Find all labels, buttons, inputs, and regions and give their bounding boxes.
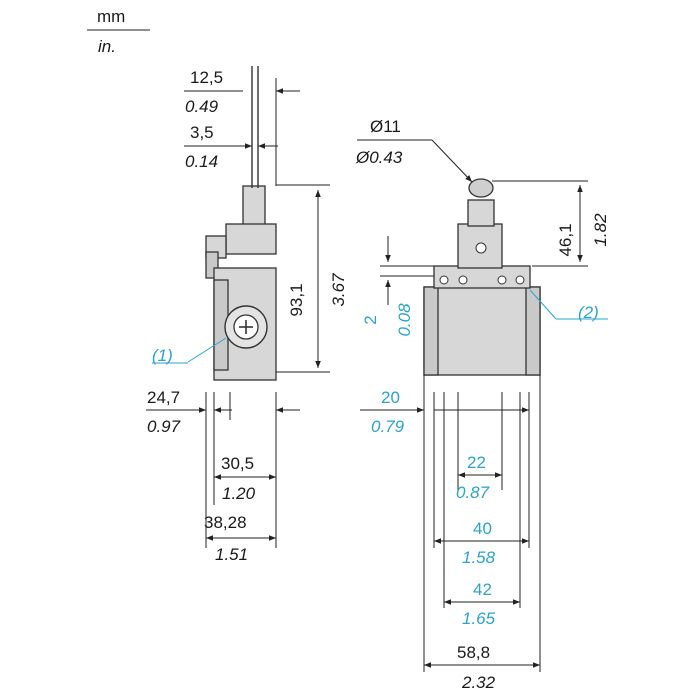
dim-rod-width-in: 0.14 [185, 152, 218, 171]
dim-travel-in: 0.08 [395, 303, 414, 337]
dim-total-width-in: 1.51 [215, 545, 248, 564]
dim-42-mm: 42 [473, 580, 492, 599]
dim-front-total-mm: 58,8 [457, 643, 490, 662]
callout-1: (1) [152, 346, 173, 365]
dim-height-in: 3.67 [329, 273, 348, 307]
units-legend: mm in. [87, 7, 150, 56]
unit-in-label: in. [98, 37, 116, 56]
front-view: Ø11 Ø0.43 46,1 1.82 2 0.08 (2) 20 0.79 2… [355, 117, 610, 692]
dim-left-offset-mm: 24,7 [147, 388, 180, 407]
dim-40-in: 1.58 [462, 548, 496, 567]
dim-roller-height-in: 1.82 [591, 213, 610, 247]
roller-icon [468, 178, 494, 198]
dim-22-in: 0.87 [456, 483, 490, 502]
dim-height-mm: 93,1 [287, 283, 306, 316]
callout-2: (2) [578, 303, 599, 322]
unit-mm-label: mm [97, 7, 125, 26]
side-view: 12,5 0.49 3,5 0.14 93,1 3.67 (1) 24,7 0.… [146, 66, 348, 564]
dim-20-in: 0.79 [371, 417, 405, 436]
dim-rod-width-mm: 3,5 [190, 123, 214, 142]
dim-roller-diameter-mm: Ø11 [370, 117, 401, 136]
dim-front-total-in: 2.32 [461, 673, 496, 692]
dim-roller-diameter-in: Ø0.43 [355, 148, 403, 167]
dim-22-mm: 22 [467, 453, 486, 472]
side-view-body [205, 66, 277, 381]
dim-roller-height-mm: 46,1 [556, 223, 575, 256]
dim-total-width-mm: 38,28 [204, 513, 247, 532]
dim-top-width-in: 0.49 [185, 97, 219, 116]
front-view-body [423, 178, 541, 376]
dim-left-offset-in: 0.97 [147, 417, 181, 436]
dim-body-width-in: 1.20 [222, 484, 256, 503]
dim-top-width-mm: 12,5 [190, 68, 223, 87]
dim-20-mm: 20 [381, 388, 400, 407]
dim-travel-mm: 2 [361, 315, 380, 324]
dim-40-mm: 40 [473, 519, 492, 538]
dim-42-in: 1.65 [462, 609, 496, 628]
dim-body-width-mm: 30,5 [221, 454, 254, 473]
